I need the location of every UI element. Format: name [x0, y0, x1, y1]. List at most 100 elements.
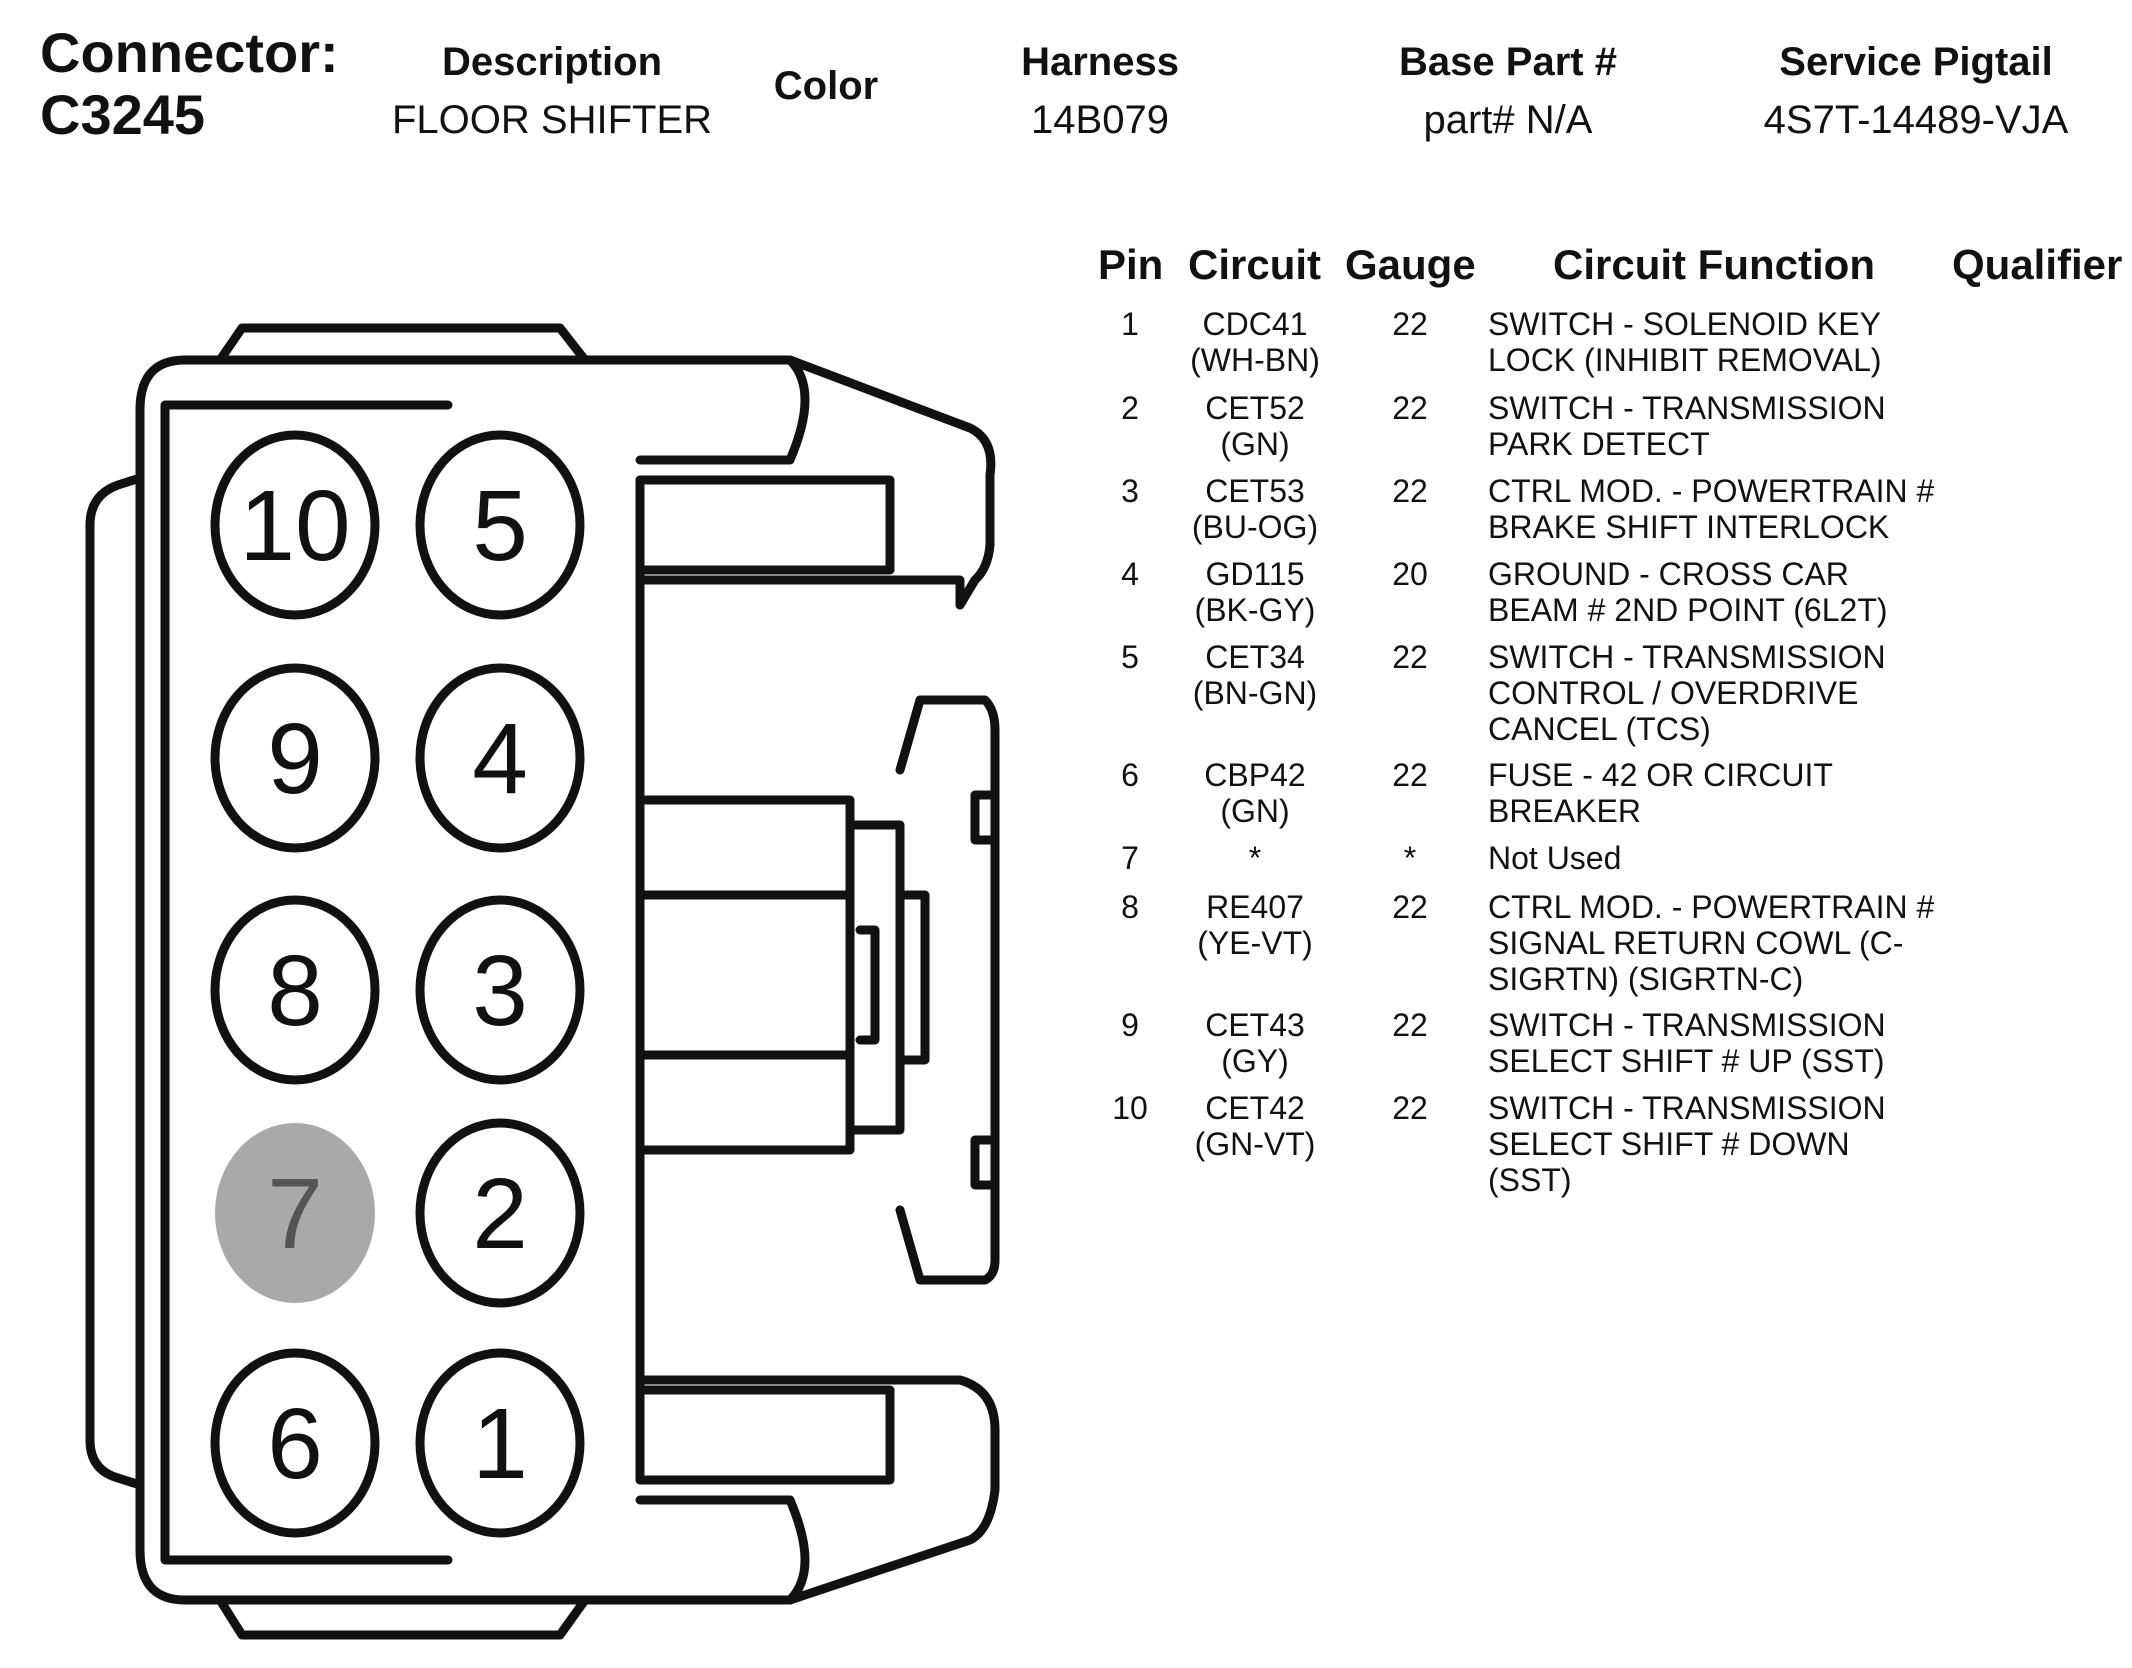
- circuit-id: RE407: [1206, 889, 1304, 925]
- circuit-function: CTRL MOD. - POWERTRAIN #SIGNAL RETURN CO…: [1488, 889, 1968, 997]
- circuit-id: CDC41: [1202, 306, 1308, 342]
- header-description: Description FLOOR SHIFTER: [392, 38, 712, 144]
- circuit-cell: CDC41(WH-BN): [1180, 306, 1330, 378]
- pin-label: 10: [239, 470, 350, 582]
- circuit-id: CET43: [1205, 1007, 1305, 1043]
- wire-color: (BN-GN): [1192, 675, 1318, 711]
- pin-circle: [415, 1118, 585, 1308]
- function-line: CTRL MOD. - POWERTRAIN #: [1488, 889, 1935, 925]
- gauge: 22: [1392, 1007, 1428, 1043]
- description-label: Description: [441, 40, 663, 84]
- circuit-cell: GD115(BK-GY): [1180, 556, 1330, 628]
- description-value: FLOOR SHIFTER: [391, 98, 713, 142]
- pin-cavity: 1: [415, 1348, 585, 1538]
- pin-number: 5: [1121, 639, 1139, 675]
- connector-id: C3245: [40, 83, 206, 146]
- header-service-pigtail: Service Pigtail 4S7T-14489-VJA: [1764, 38, 2069, 144]
- pin-cavity: 2: [415, 1118, 585, 1308]
- harness-value: 14B079: [1031, 98, 1169, 142]
- wire-color: (GN): [1220, 793, 1290, 829]
- pin-number: 4: [1121, 556, 1139, 592]
- connector-housing: [85, 323, 1000, 1640]
- col-header-pin: Pin: [1098, 241, 1164, 288]
- function-line: FUSE - 42 OR CIRCUIT: [1488, 757, 1833, 793]
- wire-color: (YE-VT): [1197, 925, 1313, 961]
- gauge: 22: [1392, 889, 1428, 925]
- gauge: *: [1403, 840, 1417, 876]
- pin-label: 3: [472, 935, 528, 1047]
- circuit-cell: CET42(GN-VT): [1180, 1090, 1330, 1162]
- pin-cavity: 10: [210, 430, 380, 620]
- function-line: GROUND - CROSS CAR: [1488, 556, 1849, 592]
- pin-circle: [210, 1348, 380, 1538]
- wire-color: (GN-VT): [1194, 1126, 1316, 1162]
- function-line: CTRL MOD. - POWERTRAIN #: [1488, 473, 1935, 509]
- pin-number: 9: [1121, 1007, 1139, 1043]
- pin-label: 2: [472, 1158, 528, 1270]
- header-color: Color: [774, 62, 878, 110]
- function-line: CANCEL (TCS): [1488, 711, 1711, 747]
- function-line: PARK DETECT: [1488, 426, 1710, 462]
- function-line: BREAKER: [1488, 793, 1641, 829]
- pin-circle: [210, 895, 380, 1085]
- circuit-cell: CET34(BN-GN): [1180, 639, 1330, 711]
- pin-label: 1: [472, 1388, 528, 1500]
- pin-circle: [210, 430, 380, 620]
- col-header-gauge: Gauge: [1345, 241, 1476, 288]
- gauge: 22: [1392, 639, 1428, 675]
- pin-label: 6: [267, 1388, 323, 1500]
- circuit-id: GD115: [1205, 556, 1305, 592]
- pin-number: 7: [1121, 840, 1139, 876]
- pin-label: 7: [267, 1158, 323, 1270]
- pin-number: 10: [1112, 1090, 1148, 1126]
- header-base-part: Base Part # part# N/A: [1399, 38, 1617, 144]
- wire-color: (BK-GY): [1194, 592, 1316, 628]
- pin-cavity: 7: [215, 1123, 375, 1303]
- function-line: SIGRTN) (SIGRTN-C): [1488, 961, 1804, 997]
- wire-color: (GN): [1220, 426, 1290, 462]
- pin-circle: [415, 895, 585, 1085]
- pin-label: 4: [472, 703, 528, 815]
- pin-cavity: 9: [210, 663, 380, 853]
- pin-circle: [210, 663, 380, 853]
- circuit-id: CET34: [1205, 639, 1305, 675]
- header-harness: Harness 14B079: [1021, 38, 1179, 144]
- function-line: SWITCH - TRANSMISSION: [1488, 1090, 1886, 1126]
- col-header-qualifier: Qualifier: [1952, 241, 2123, 288]
- circuit-cell: CET52(GN): [1180, 390, 1330, 462]
- circuit-function: Not Used: [1488, 840, 1968, 876]
- function-line: SELECT SHIFT # UP (SST): [1488, 1043, 1885, 1079]
- circuit-cell: *: [1180, 840, 1330, 876]
- pin-number: 8: [1121, 889, 1139, 925]
- wire-color: (GY): [1221, 1043, 1289, 1079]
- pin-label: 5: [472, 470, 528, 582]
- circuit-id: CET42: [1205, 1090, 1305, 1126]
- circuit-cell: CET43(GY): [1180, 1007, 1330, 1079]
- pin-cavity: 3: [415, 895, 585, 1085]
- service-pigtail-label: Service Pigtail: [1779, 40, 2053, 84]
- pin-cavity: 5: [415, 430, 585, 620]
- function-line: BEAM # 2ND POINT (6L2T): [1488, 592, 1888, 628]
- function-line: CONTROL / OVERDRIVE: [1488, 675, 1859, 711]
- pin-cavity: 8: [210, 895, 380, 1085]
- connector-title: Connector: C3245: [40, 22, 339, 146]
- circuit-id: CET52: [1205, 390, 1305, 426]
- function-line: BRAKE SHIFT INTERLOCK: [1488, 509, 1890, 545]
- pin-number: 2: [1121, 390, 1139, 426]
- pin-number: 3: [1121, 473, 1139, 509]
- harness-label: Harness: [1021, 40, 1179, 84]
- gauge: 22: [1392, 757, 1428, 793]
- wire-color: (BU-OG): [1191, 509, 1319, 545]
- circuit-id: *: [1248, 840, 1262, 876]
- gauge: 20: [1392, 556, 1428, 592]
- function-line: SWITCH - TRANSMISSION: [1488, 1007, 1886, 1043]
- gauge: 22: [1392, 1090, 1428, 1126]
- col-header-function: Circuit Function: [1553, 241, 1875, 288]
- function-line: SWITCH - TRANSMISSION: [1488, 639, 1886, 675]
